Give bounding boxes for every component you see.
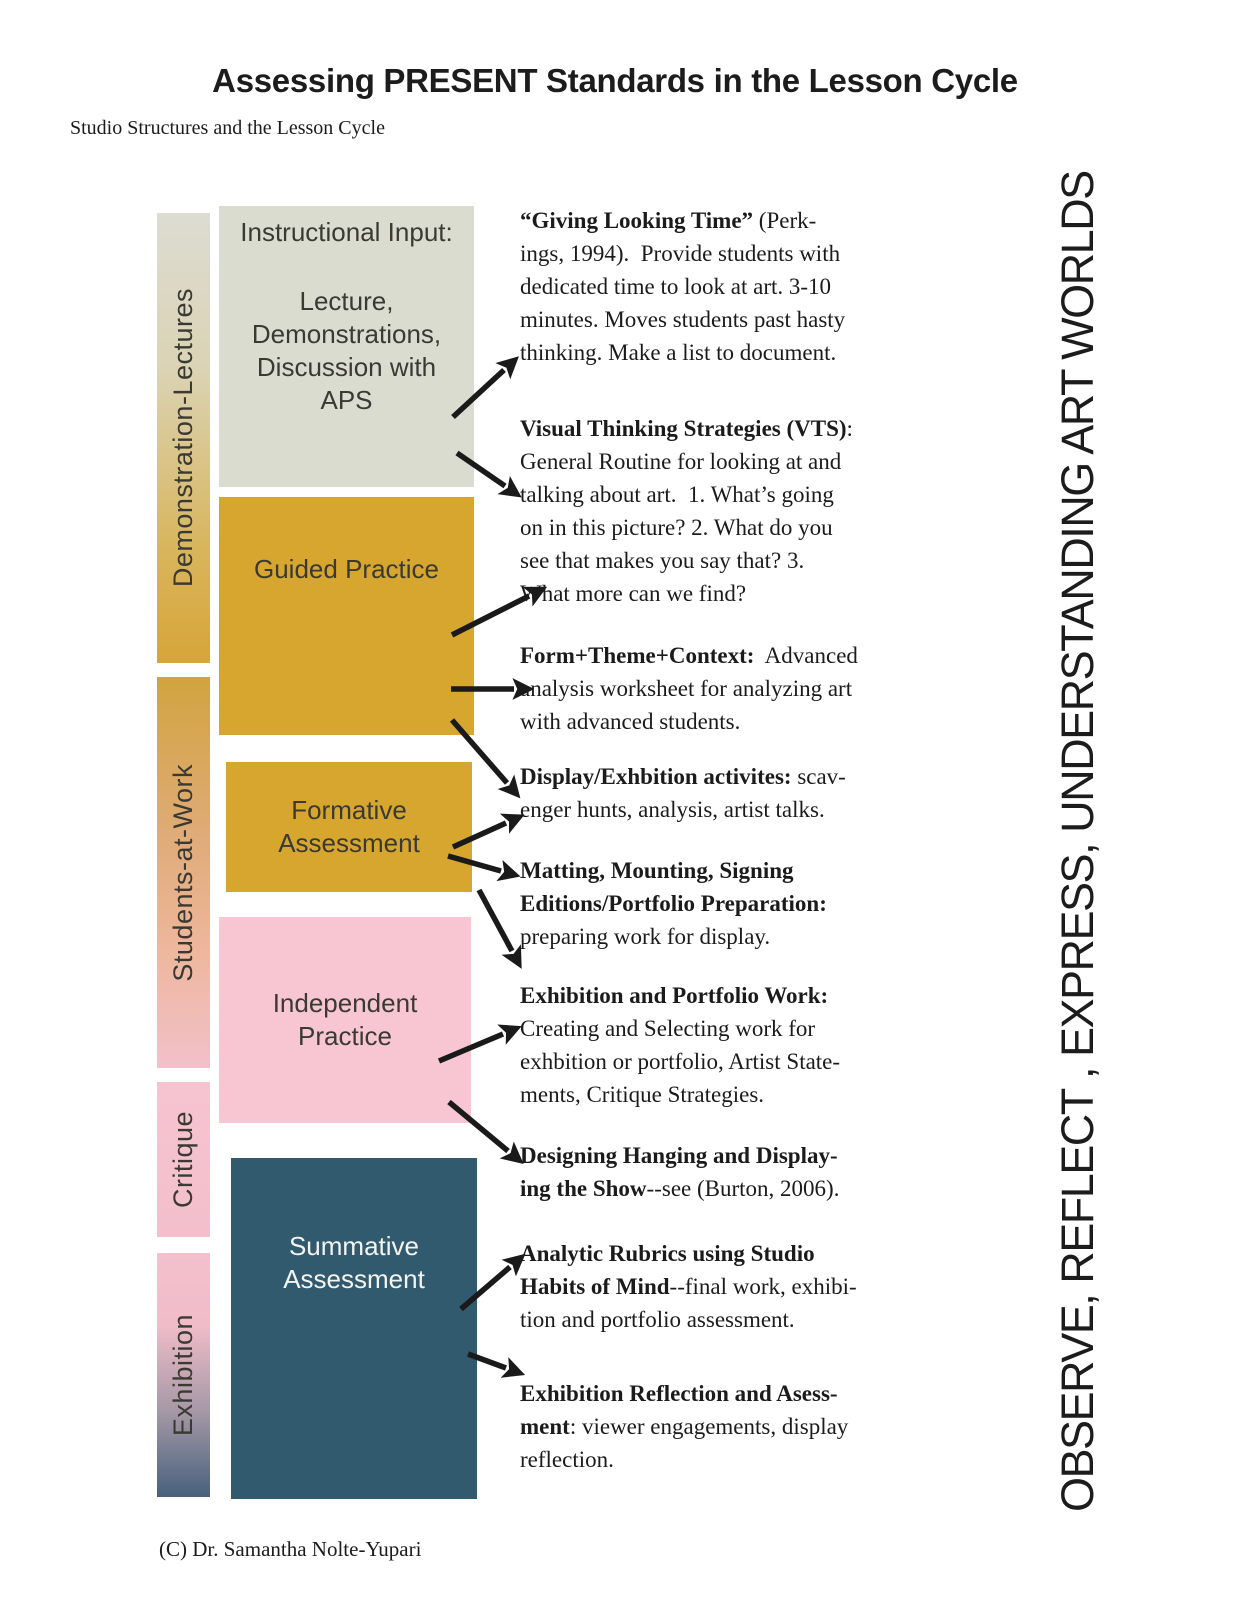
stage-bar-students-at-work: Students-at-Work <box>157 677 210 1068</box>
stage-bar-exhibition: Exhibition <box>157 1253 210 1497</box>
note-form-theme-context: Form+Theme+Context: Advanced analysis wor… <box>520 639 922 738</box>
note-line: General Routine for looking at and <box>520 449 842 474</box>
box-formative-assessment-label: Formative Assessment <box>278 795 420 858</box>
box-formative-assessment: Formative Assessment <box>226 762 472 892</box>
note-designing-hanging: Designing Hanging and Display-ing the Sh… <box>520 1139 922 1205</box>
note-line: Habits of Mind--final work, exhibi- <box>520 1274 857 1299</box>
note-line: exhbition or portfolio, Artist State- <box>520 1049 841 1074</box>
box-summative-assessment-label: Summative Assessment <box>283 1231 425 1294</box>
note-line: with advanced students. <box>520 709 741 734</box>
page-subtitle: Studio Structures and the Lesson Cycle <box>70 117 385 139</box>
stage-bar-demonstration-lectures: Demonstration-Lectures <box>157 213 210 663</box>
note-line: What more can we find? <box>520 581 747 606</box>
box-independent-practice: Independent Practice <box>219 917 471 1123</box>
note-line: Matting, Mounting, Signing <box>520 858 794 883</box>
note-line: ments, Critique Strategies. <box>520 1082 765 1107</box>
note-line: Display/Exhbition activites: scav- <box>520 764 846 789</box>
box-instructional-input-title: Instructional Input: <box>240 217 453 247</box>
note-display-exhibition-activities: Display/Exhbition activites: scav-enger … <box>520 760 922 826</box>
note-line: enger hunts, analysis, artist talks. <box>520 797 825 822</box>
stage-bar-label-exhibition: Exhibition <box>168 1313 198 1437</box>
note-line: analysis worksheet for analyzing art <box>520 676 853 701</box>
box-instructional-input-body: Lecture, Demonstrations, Discussion with… <box>251 286 442 415</box>
note-line: tion and portfolio assessment. <box>520 1307 795 1332</box>
note-line: Visual Thinking Strategies (VTS): <box>520 416 853 441</box>
stage-bar-label-demonstration-lectures: Demonstration-Lectures <box>168 288 198 588</box>
note-giving-looking-time: “Giving Looking Time” (Perk-ings, 1994).… <box>520 204 922 369</box>
note-line: ing the Show--see (Burton, 2006). <box>520 1176 840 1201</box>
stage-bar-label-students-at-work: Students-at-Work <box>168 763 198 982</box>
copyright: (C) Dr. Samantha Nolte-Yupari <box>159 1537 422 1561</box>
note-exhibition-portfolio-work: Exhibition and Portfolio Work: Creating a… <box>520 979 922 1111</box>
note-line: see that makes you say that? 3. <box>520 548 805 573</box>
box-independent-practice-label: Independent Practice <box>272 988 418 1051</box>
note-visual-thinking-strategies: Visual Thinking Strategies (VTS): General… <box>520 412 922 610</box>
box-guided-practice: Guided Practice <box>219 497 474 735</box>
note-line: thinking. Make a list to document. <box>520 340 837 365</box>
stage-bar-label-critique: Critique <box>168 1110 198 1209</box>
note-exhibition-reflection: Exhibition Reflection and Asess-ment: vi… <box>520 1377 922 1476</box>
note-line: Exhibition Reflection and Asess- <box>520 1381 838 1406</box>
box-guided-practice-label: Guided Practice <box>254 554 439 584</box>
stage-bar-critique: Critique <box>157 1082 210 1237</box>
box-summative-assessment: Summative Assessment <box>231 1158 477 1499</box>
note-line: preparing work for display. <box>520 924 771 949</box>
note-line: on in this picture? 2. What do you <box>520 515 833 540</box>
note-line: Analytic Rubrics using Studio <box>520 1241 815 1266</box>
note-line: Exhibition and Portfolio Work: <box>520 983 829 1008</box>
note-line: Editions/Portfolio Preparation: <box>520 891 827 916</box>
note-line: talking about art. 1. What’s going <box>520 482 834 507</box>
note-line: ings, 1994). Provide students with <box>520 241 841 266</box>
box-instructional-input: Instructional Input: Lecture, Demonstrat… <box>219 206 474 487</box>
note-line: minutes. Moves students past hasty <box>520 307 846 332</box>
page-title: Assessing PRESENT Standards in the Lesso… <box>212 62 1018 99</box>
note-line: Designing Hanging and Display- <box>520 1143 838 1168</box>
note-line: Form+Theme+Context: Advanced <box>520 643 858 668</box>
note-line: reflection. <box>520 1447 614 1472</box>
right-vertical-label: OBSERVE, REFLECT , EXPRESS, UNDERSTANDIN… <box>1052 171 1103 1512</box>
note-line: ment: viewer engagements, display <box>520 1414 849 1439</box>
connector-arrow <box>476 888 522 969</box>
note-line: Creating and Selecting work for <box>520 1016 816 1041</box>
note-line: dedicated time to look at art. 3-10 <box>520 274 832 299</box>
note-line: “Giving Looking Time” (Perk- <box>520 208 817 233</box>
